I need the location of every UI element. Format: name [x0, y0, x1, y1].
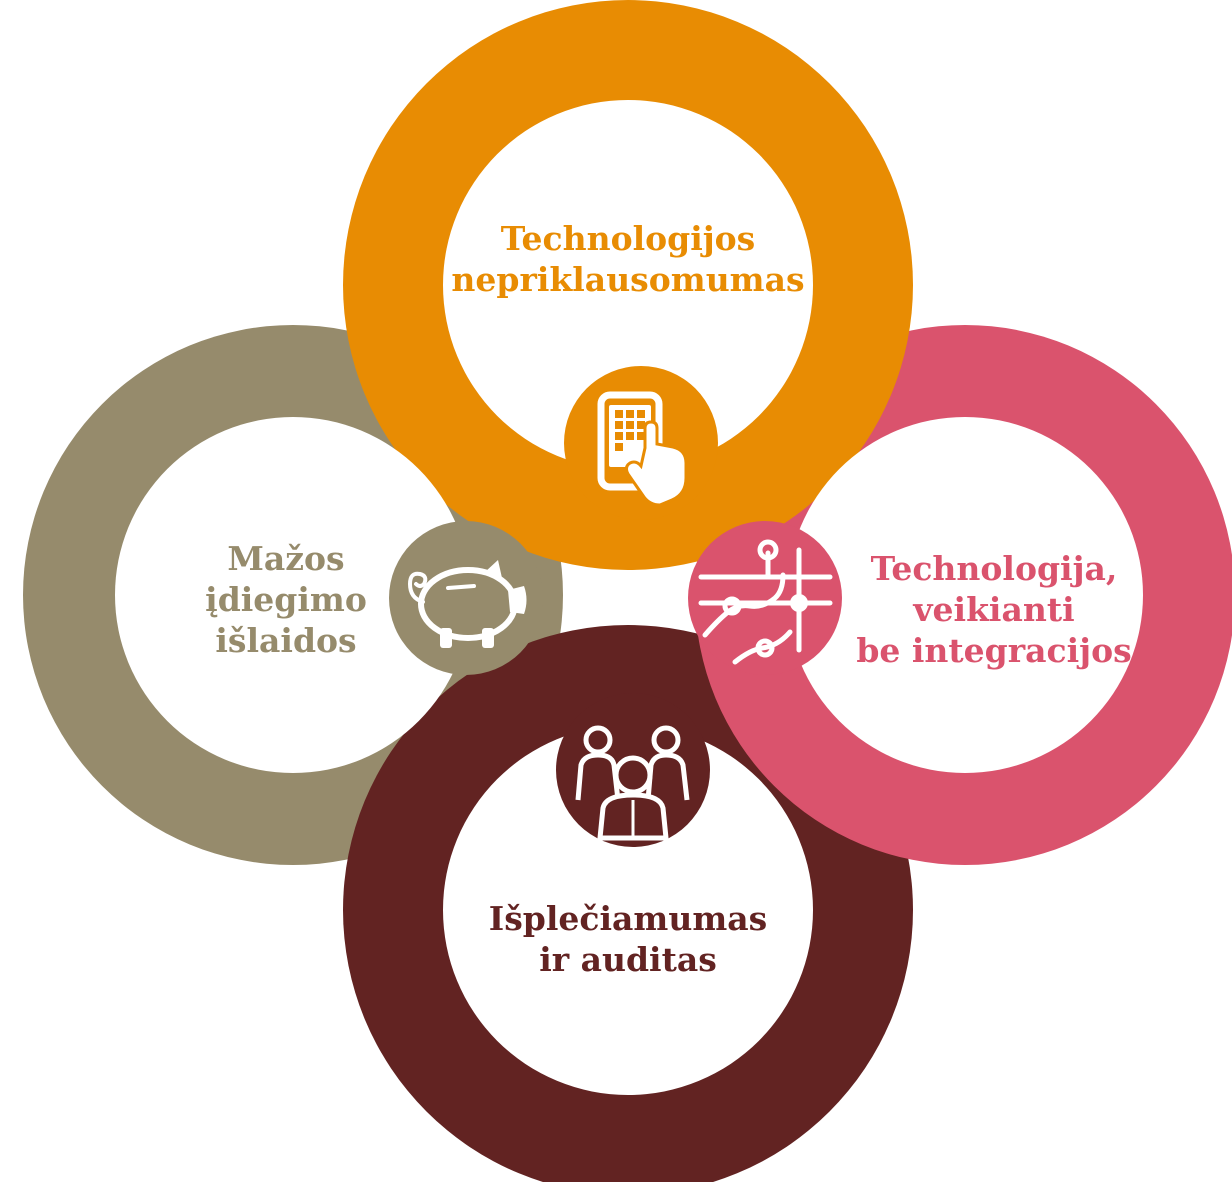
label-technology-independence: Technologijos nepriklausomumas — [440, 218, 816, 300]
label-line: Technologija, — [870, 549, 1118, 588]
network-map-icon — [688, 521, 842, 675]
inner-circle-no-integration — [787, 417, 1143, 773]
label-line: nepriklausomumas — [451, 260, 805, 299]
group-people-icon — [556, 693, 710, 847]
label-line: įdiegimo — [205, 580, 367, 619]
piggy-bank-icon — [389, 521, 543, 675]
label-no-integration: Technologija, veikianti be integracijos — [838, 548, 1150, 671]
label-line: Mažos — [227, 539, 345, 578]
label-line: Išplečiamumas — [488, 899, 768, 938]
inner-circle-low-cost — [115, 417, 471, 773]
inner-circle-technology-independence — [443, 100, 813, 470]
label-line: be integracijos — [856, 631, 1132, 670]
label-low-cost: Mažos įdiegimo išlaidos — [176, 538, 396, 661]
smartphone-touch-icon — [564, 366, 718, 520]
label-line: Technologijos — [500, 219, 756, 258]
label-scalability-audit: Išplečiamumas ir auditas — [468, 898, 788, 980]
label-line: išlaidos — [215, 621, 357, 660]
label-line: veikianti — [913, 590, 1075, 629]
label-line: ir auditas — [539, 940, 717, 979]
inner-circle-scalability-audit — [443, 725, 813, 1095]
